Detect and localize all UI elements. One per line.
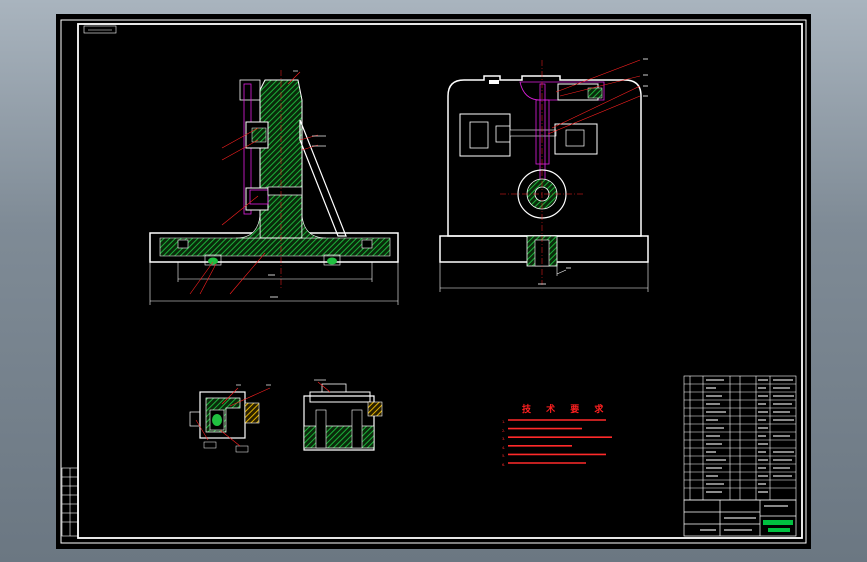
title-block [683,499,797,537]
parts-list-text-strokes [706,379,794,493]
side-view [439,58,649,292]
outer-border [60,19,807,544]
requirement-1: 1. [502,420,506,424]
detail-view-b [303,379,383,451]
requirement-2: 2. [502,428,506,433]
requirement-6: 6. [502,462,506,467]
drawing-number-stamp [768,528,790,532]
requirement-4: 4. [502,445,506,450]
corner-label-box [83,25,117,34]
detail-view-a [189,384,271,453]
school-stamp [763,520,793,525]
inner-border [77,23,803,539]
title-block-text-strokes [700,505,788,531]
parts-list-rows [684,383,796,489]
technical-requirements-title: 技 术 要 求 [522,405,610,415]
requirement-3: 3. [502,437,506,442]
technical-requirements-list: 1. 2. 3. 4. 5. 6. [502,418,505,470]
drawing-sheet [56,14,811,549]
requirement-5: 5. [502,454,506,459]
front-section-view [149,70,399,305]
binding-strip [61,467,79,537]
parts-list [683,375,797,501]
